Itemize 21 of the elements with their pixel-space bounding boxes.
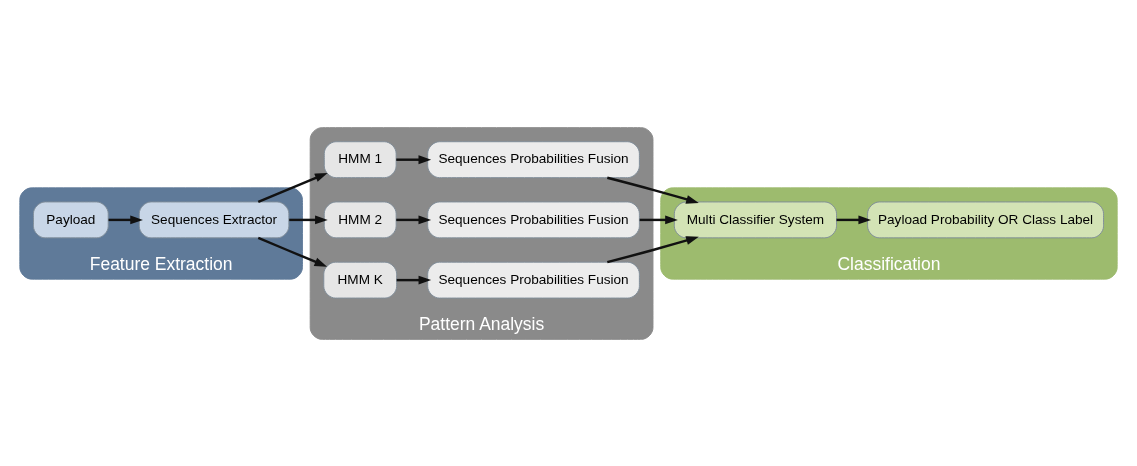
node-box: HMM K (323, 261, 398, 299)
node-box: Multi Classifier System (673, 200, 837, 238)
node-box: HMM 2 (323, 200, 397, 238)
node-box: Payload Probability OR Class Label (867, 200, 1105, 238)
arrow (108, 214, 143, 224)
node-box: Sequences Extractor (138, 200, 290, 238)
arrow (257, 236, 328, 267)
arrow (639, 214, 678, 224)
node-box: Sequences Probabilities Fusion (427, 261, 640, 299)
node-box: Sequences Probabilities Fusion (427, 200, 640, 238)
arrow (396, 275, 432, 285)
arrow (607, 176, 699, 204)
arrow (396, 214, 432, 224)
arrow (607, 235, 699, 263)
node-box: Sequences Probabilities Fusion (427, 140, 640, 178)
arrow (289, 214, 328, 224)
node-box: Payload (32, 200, 109, 238)
node-box: HMM 1 (323, 140, 397, 178)
arrow (836, 214, 872, 224)
arrow (257, 172, 328, 203)
arrow (396, 154, 432, 164)
